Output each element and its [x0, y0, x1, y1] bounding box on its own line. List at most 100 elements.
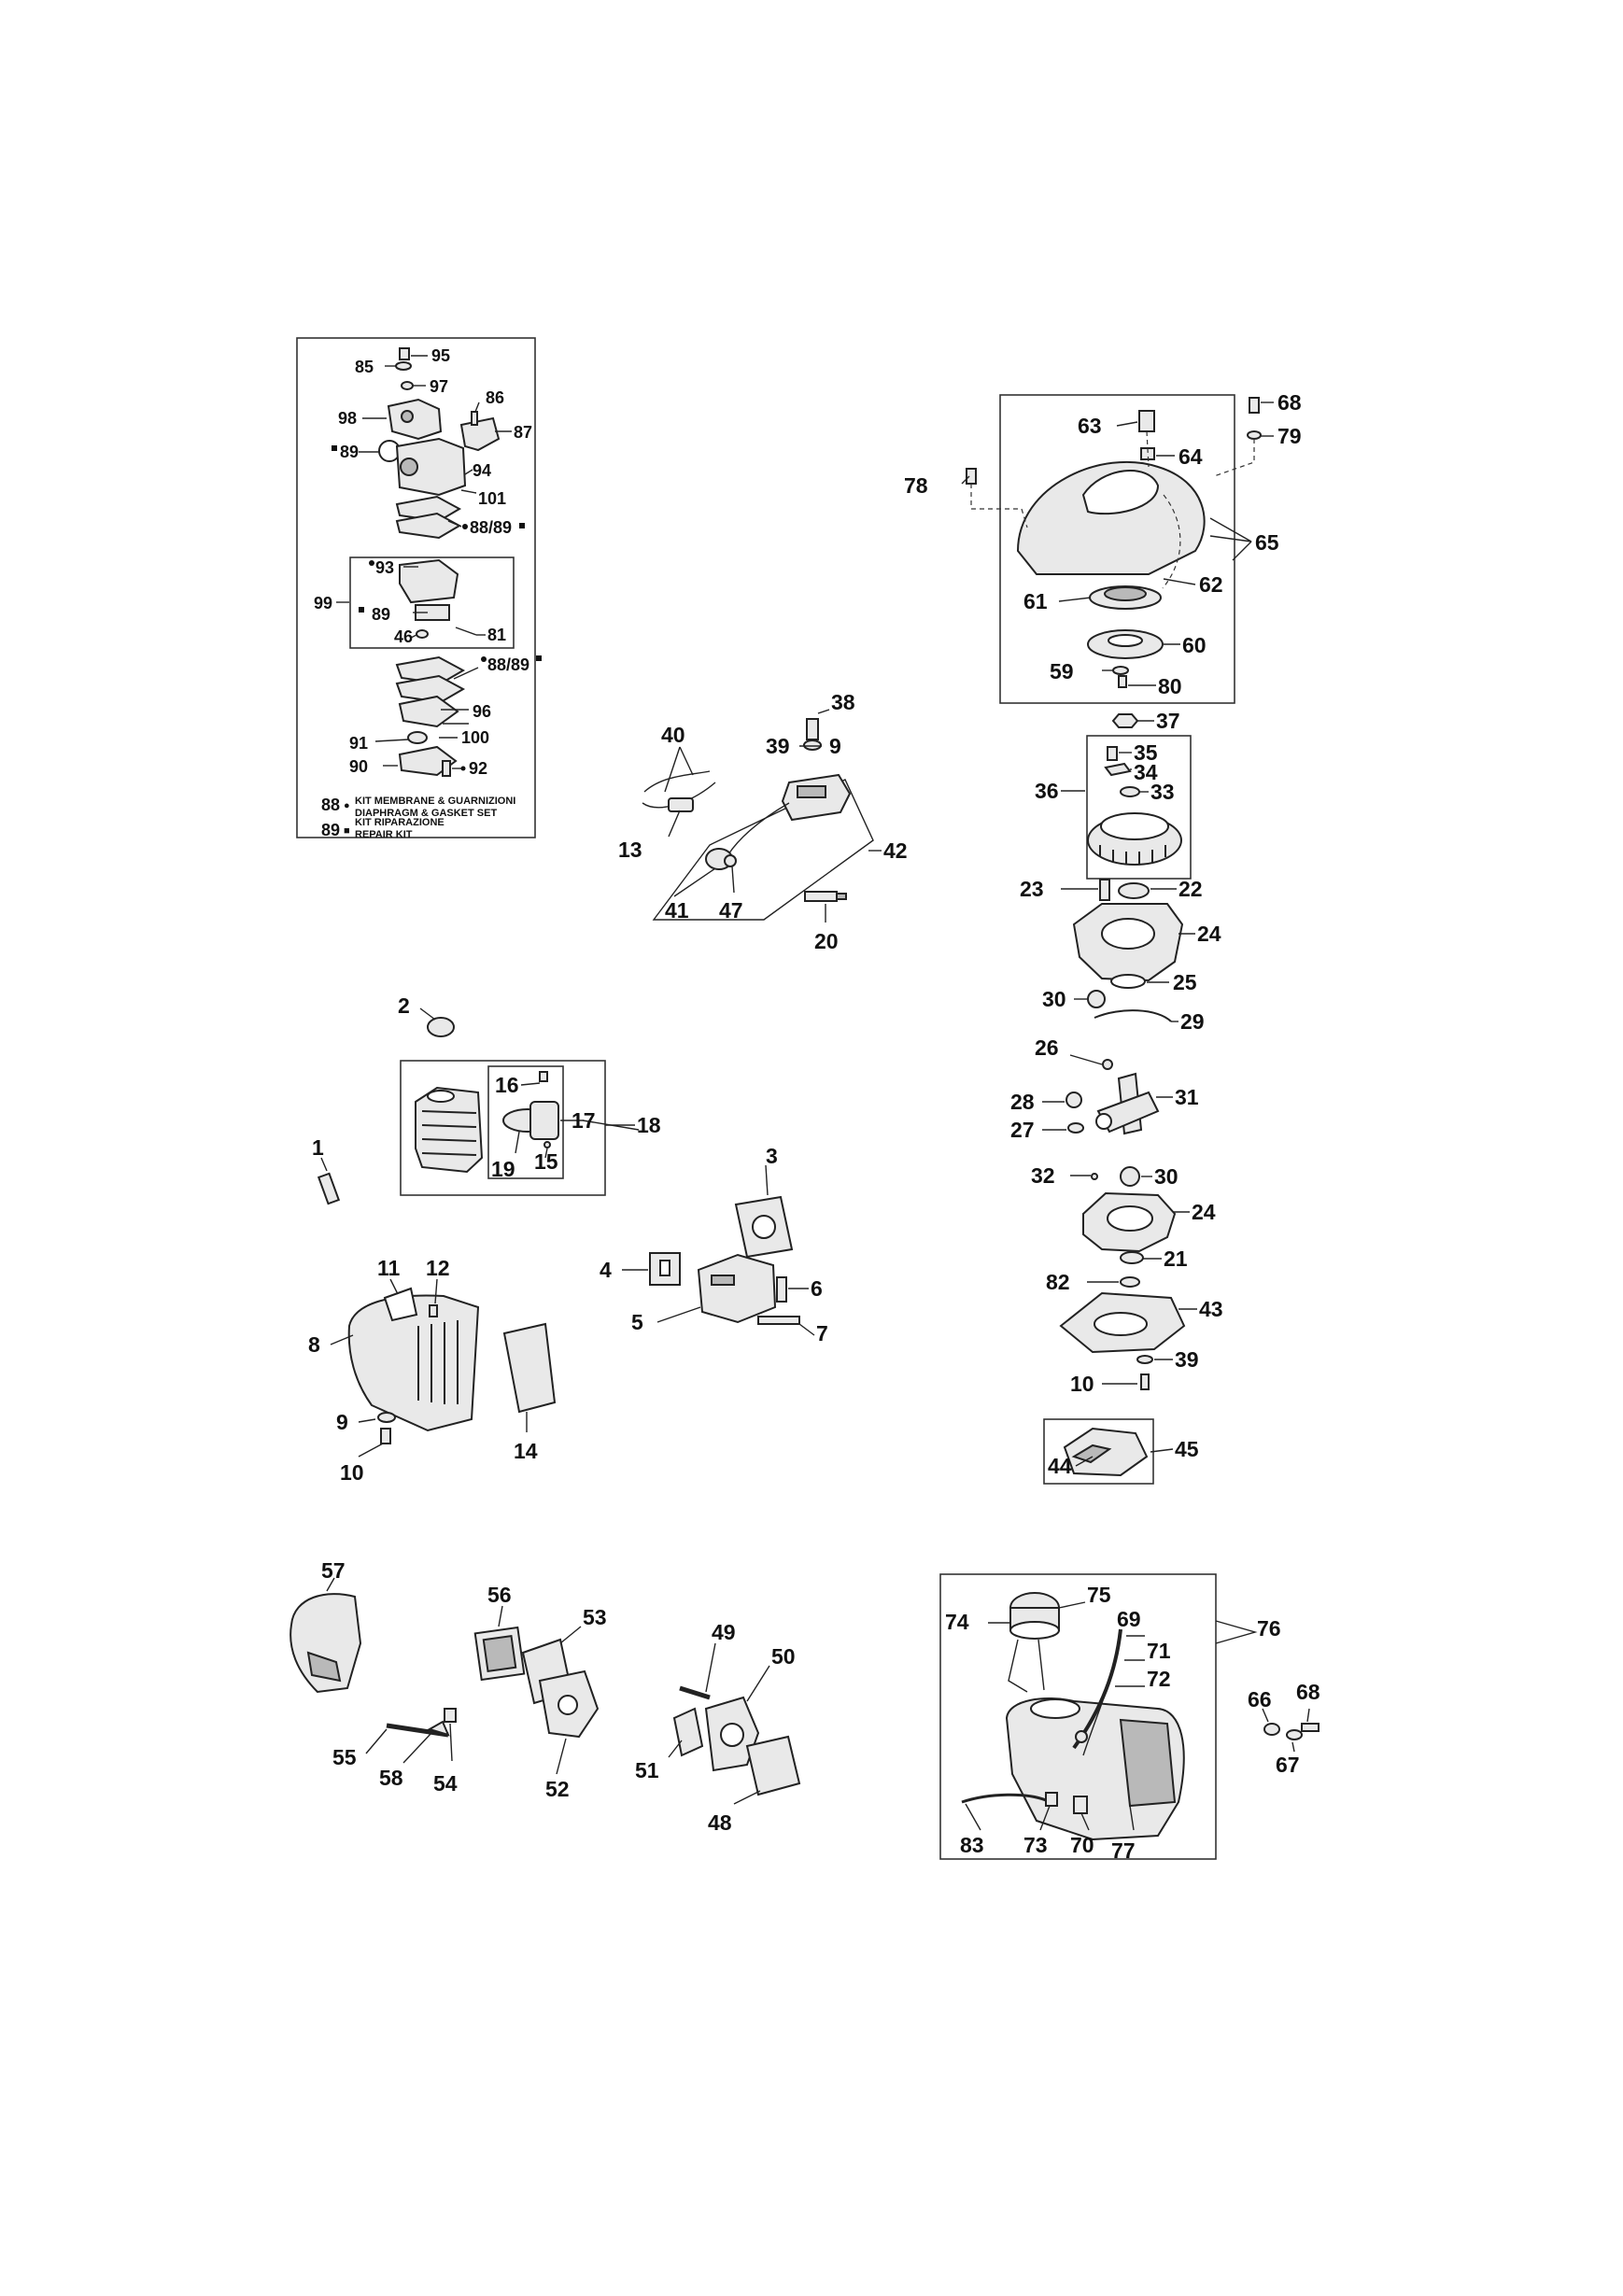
label-54: 54: [433, 1771, 458, 1796]
carburetor-52-bore: [557, 1695, 578, 1715]
label-26: 26: [1035, 1035, 1059, 1060]
label-32: 32: [1031, 1163, 1055, 1188]
label-72: 72: [1147, 1667, 1171, 1691]
label-78: 78: [904, 473, 928, 498]
spark-plug-tip: [836, 893, 847, 900]
label-9b: 9: [336, 1410, 348, 1434]
svg-text:89: 89: [321, 821, 340, 839]
label-53: 53: [583, 1605, 607, 1629]
gasket-25-part: [1110, 974, 1146, 989]
screw-35-part: [1107, 746, 1118, 761]
seal-22-part: [1118, 882, 1150, 899]
filter-73-part: [1045, 1792, 1058, 1807]
screw-95-part: [399, 347, 410, 360]
label-68a: 68: [1277, 390, 1302, 415]
carburetor-subkit-frame: [349, 556, 515, 649]
spark-plug-20-part: [804, 891, 838, 902]
muffler-5-part: [697, 1253, 777, 1324]
screw-92-part: [442, 760, 451, 777]
svg-text:●: ●: [344, 800, 350, 811]
spring-61-coil: [1104, 586, 1147, 601]
label-38: 38: [831, 690, 855, 714]
label-93: 93: [375, 558, 394, 577]
label-30a: 30: [1042, 987, 1066, 1011]
kit-note-89: 89 ■ KIT RIPARAZIONE REPAIR KIT: [321, 817, 445, 840]
label-70: 70: [1070, 1833, 1094, 1857]
shield-14-part: [502, 1322, 557, 1414]
label-71: 71: [1147, 1639, 1171, 1663]
kit-note-88: 88 ● KIT MEMBRANE & GUARNIZIONI DIAPHRAG…: [321, 796, 515, 819]
screw-80-part: [1118, 675, 1127, 688]
label-90: 90: [349, 757, 368, 776]
kit88-marker: [369, 560, 374, 566]
cover-bracket-11-part: [383, 1287, 418, 1322]
label-14: 14: [514, 1439, 538, 1463]
washer-27-part: [1067, 1122, 1084, 1134]
label-77: 77: [1111, 1838, 1136, 1863]
label-11: 11: [377, 1256, 401, 1280]
label-6: 6: [811, 1276, 823, 1301]
label-40: 40: [661, 723, 685, 747]
switch-wire-40: [643, 770, 711, 793]
screw-91-part: [407, 731, 428, 744]
label-68b: 68: [1296, 1680, 1320, 1704]
pump-cover-hole: [401, 410, 414, 423]
label-61: 61: [1023, 589, 1048, 613]
washer-67-part: [1286, 1729, 1303, 1740]
label-30b: 30: [1154, 1164, 1178, 1189]
label-47: 47: [719, 898, 743, 923]
label-39a: 39: [766, 734, 790, 758]
label-50: 50: [771, 1644, 796, 1669]
label-55: 55: [332, 1745, 357, 1769]
label-81: 81: [487, 626, 506, 644]
crankcase-bore: [1101, 918, 1155, 950]
label-92-dot: [460, 766, 466, 771]
label-73: 73: [1023, 1833, 1048, 1857]
ignition-group: 40 38 39 9 13 42 41 47 20: [618, 690, 908, 953]
fuel-tank-frame: [939, 1573, 1217, 1860]
cylinder-group: 2 16 17 18 15 19 1: [312, 993, 661, 1205]
label-89a: 89: [340, 443, 359, 461]
screw-10a-part: [1140, 1373, 1150, 1390]
screw-46-part: [416, 629, 429, 639]
label-12: 12: [426, 1256, 450, 1280]
label-100: 100: [461, 728, 489, 747]
muffler-group: 3 4 5 6 7: [600, 1144, 828, 1345]
subkit-body-93-part: [399, 558, 459, 604]
fuel-line-72-part: [1082, 1675, 1112, 1756]
starter-group: 63 68 79 64 78 65 62 61 60 59 80: [904, 390, 1302, 704]
bearing-28-part: [1066, 1092, 1082, 1108]
label-88-89b: 88/89: [487, 655, 529, 674]
label-99: 99: [314, 594, 332, 613]
label-1: 1: [312, 1135, 324, 1160]
label-88-89a: 88/89: [470, 518, 512, 537]
label-65: 65: [1255, 530, 1279, 555]
label-52: 52: [545, 1777, 570, 1801]
gasket-top-part: [395, 495, 462, 523]
diaphragm-top-part: [395, 512, 462, 540]
starter-housing-dome: [1081, 470, 1160, 515]
spring-33-part: [1120, 786, 1140, 797]
pin-16-part: [539, 1071, 548, 1082]
fuel-tank-handle-77-part: [1119, 1718, 1177, 1808]
fuel-tank-neck: [1030, 1698, 1080, 1719]
diaphragm-bottom-part: [395, 674, 466, 704]
engine-cover-8-part: [347, 1294, 480, 1432]
label-92: 92: [469, 759, 487, 778]
label-4: 4: [600, 1258, 612, 1282]
washer-79-part: [1247, 430, 1262, 440]
label-37: 37: [1156, 709, 1180, 733]
kit88-marker: [481, 656, 487, 662]
piston-17-part: [529, 1101, 559, 1140]
washer-59-part: [1112, 666, 1129, 675]
screw-23-part: [1099, 879, 1110, 901]
pin-7-part: [757, 1316, 800, 1325]
label-8: 8: [308, 1332, 320, 1357]
screw-49-part: [679, 1685, 711, 1700]
pin-81-part: [455, 627, 477, 636]
label-35: 35: [1134, 740, 1158, 765]
mount-plate-hole: [1094, 1312, 1148, 1336]
carburetor-group: 95 85 97 86 98 87 89 94 101 88/89 93 99 …: [296, 337, 542, 840]
label-18: 18: [637, 1113, 661, 1137]
